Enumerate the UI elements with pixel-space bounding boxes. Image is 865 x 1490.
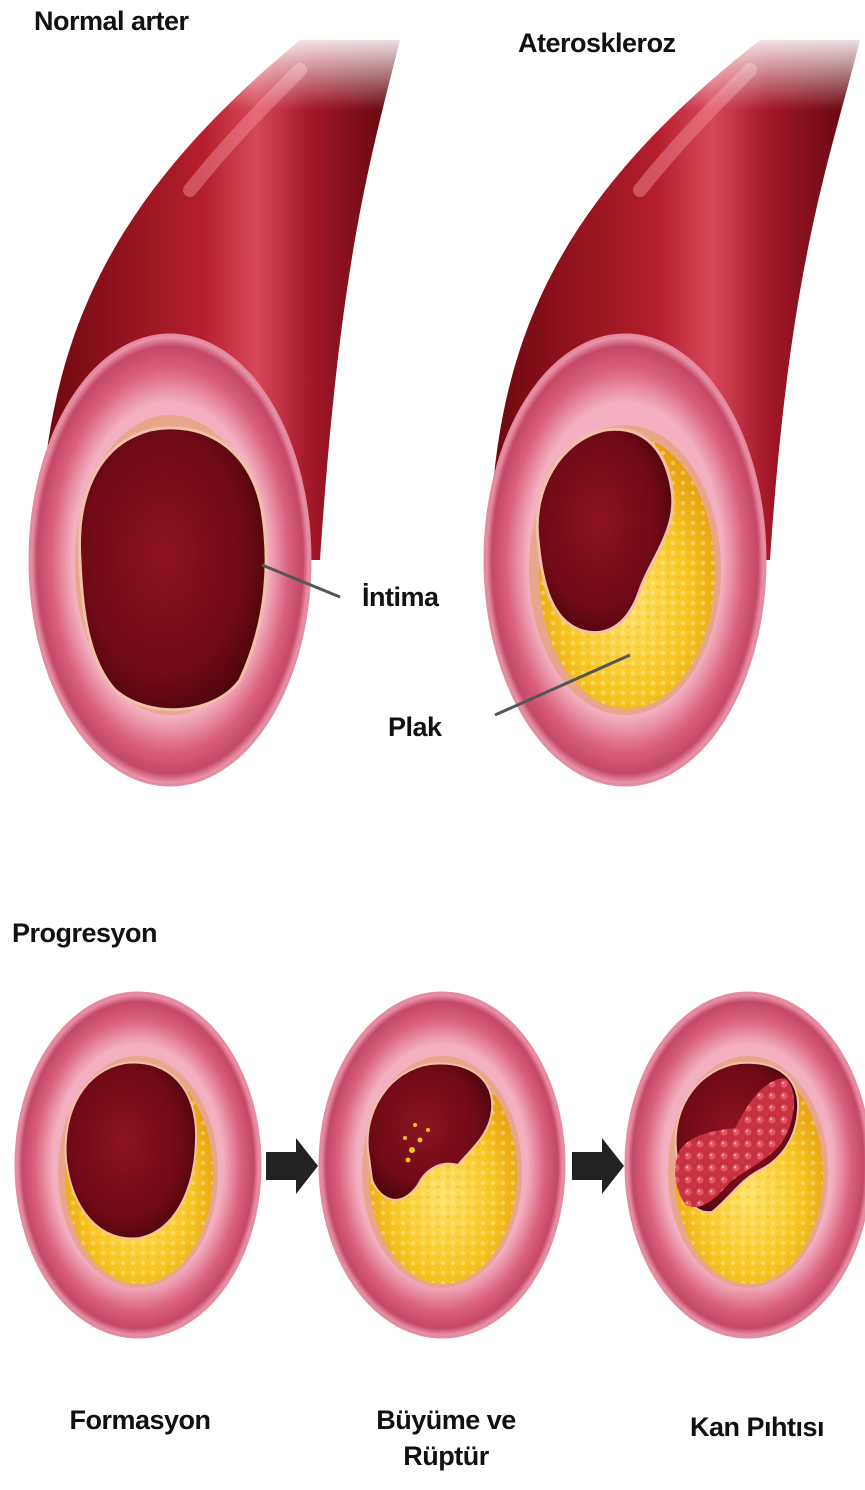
blood-clot-label: Kan Pıhtısı bbox=[690, 1412, 824, 1443]
arrow-icon bbox=[572, 1138, 624, 1194]
growth-rupture-label-line2: Rüptür bbox=[403, 1441, 488, 1472]
formation-cross-section bbox=[16, 993, 260, 1337]
formation-label: Formasyon bbox=[69, 1405, 210, 1436]
blood-clot-cross-section bbox=[626, 993, 865, 1337]
plaque-label: Plak bbox=[388, 712, 442, 743]
growth-rupture-label-line1: Büyüme ve bbox=[376, 1405, 516, 1436]
intima-label: İntima bbox=[362, 582, 439, 613]
normal-artery-title: Normal arter bbox=[34, 6, 189, 37]
growth-rupture-cross-section bbox=[320, 993, 564, 1337]
arrow-icon bbox=[266, 1138, 318, 1194]
progression-heading: Progresyon bbox=[12, 918, 157, 949]
normal-artery-cross-section bbox=[30, 335, 310, 785]
atherosclerosis-cross-section bbox=[485, 335, 765, 785]
atherosclerosis-title: Ateroskleroz bbox=[518, 28, 676, 59]
